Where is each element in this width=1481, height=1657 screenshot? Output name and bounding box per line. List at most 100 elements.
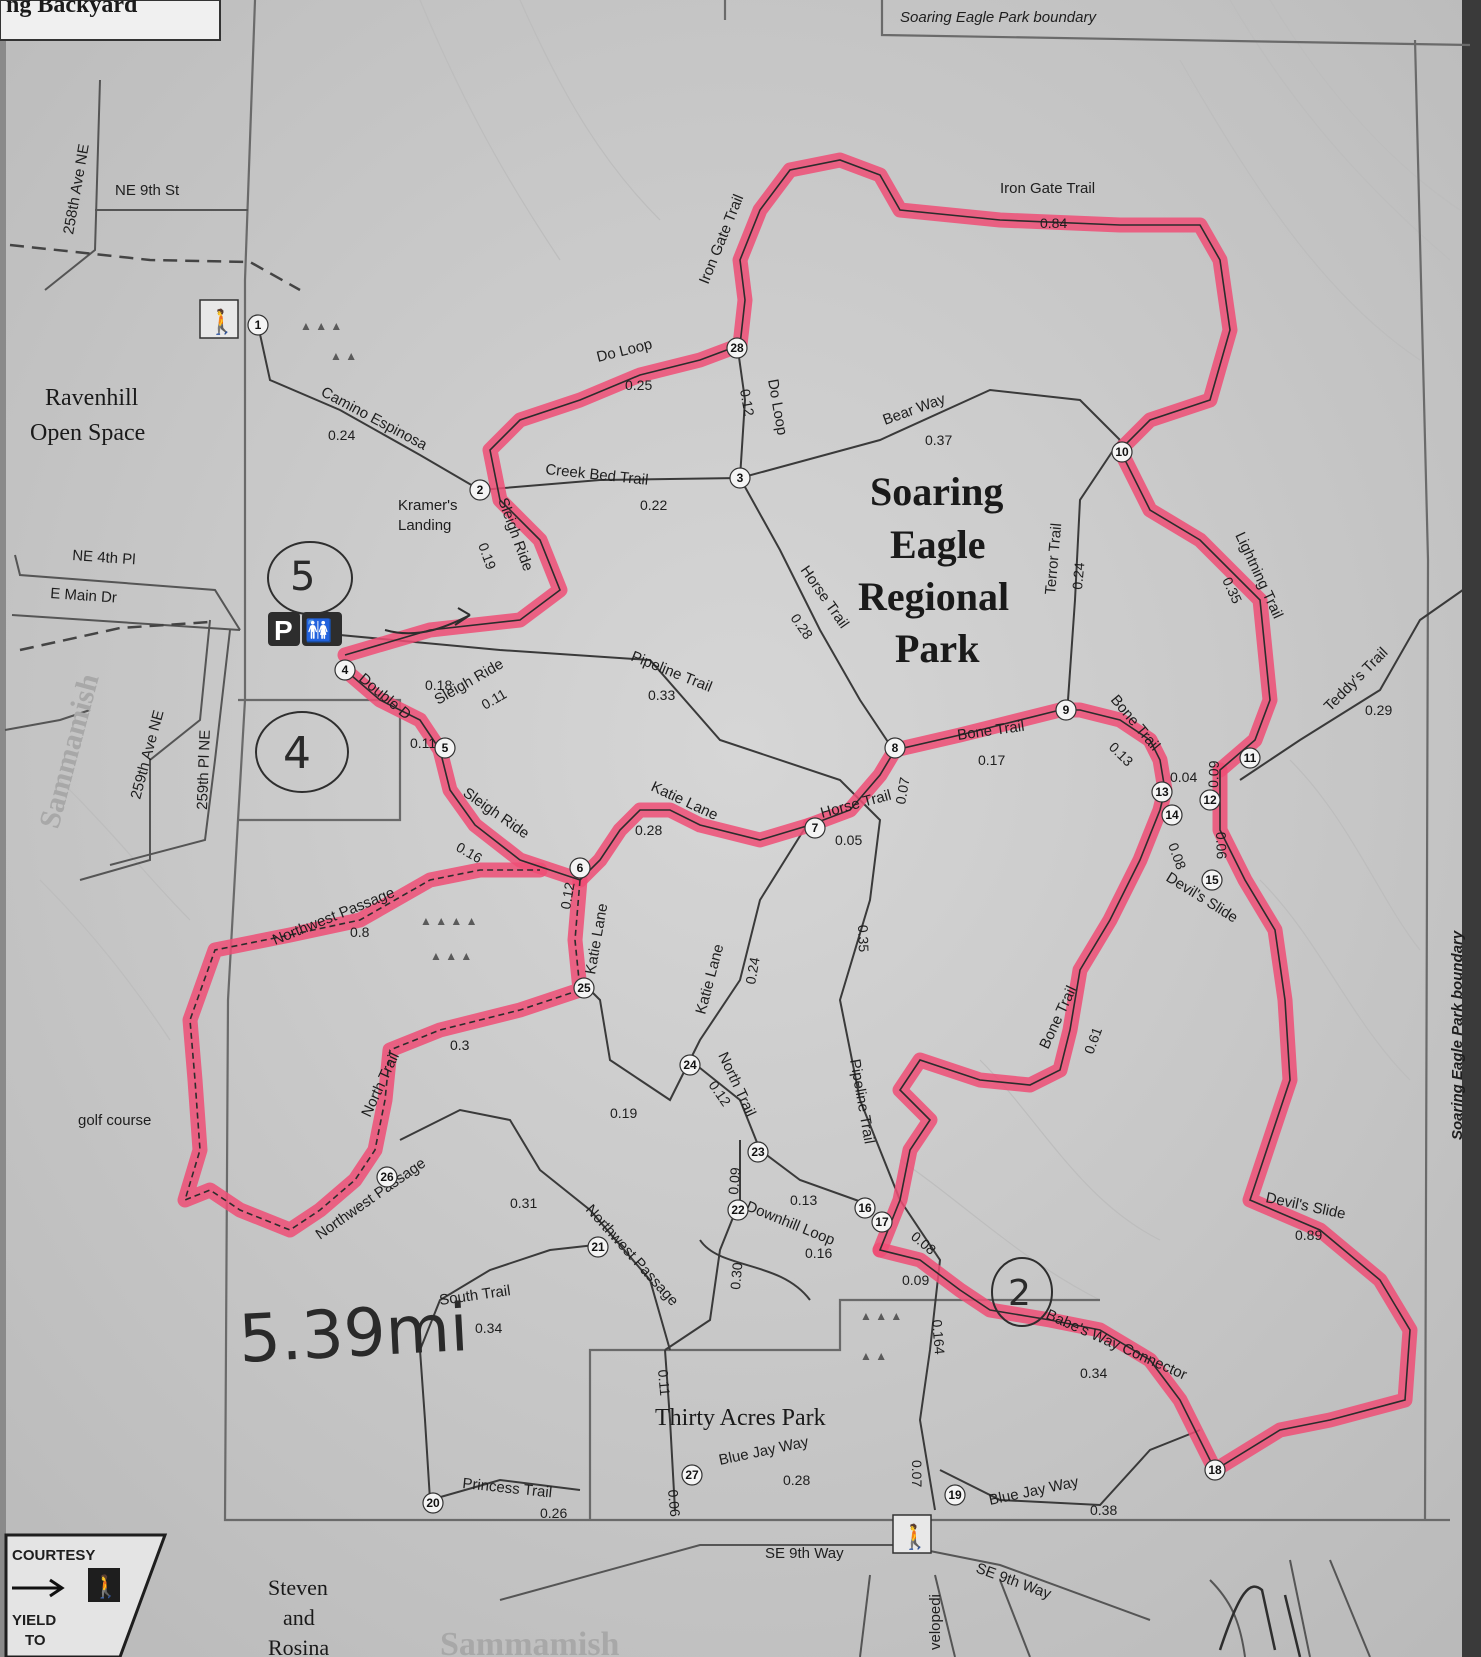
handwritten-circle-2-text: 4 <box>283 728 311 779</box>
title-box <box>0 0 221 41</box>
junction-node-28: 28 <box>726 337 748 359</box>
trail-princess-dist: 0.26 <box>540 1505 567 1521</box>
junction-node-label: 20 <box>426 1496 440 1510</box>
junction-node-marker <box>726 337 748 359</box>
trail-nw-passage-2-dist: 0.31 <box>510 1195 537 1211</box>
svg-text:▲ ▲ ▲ ▲: ▲ ▲ ▲ ▲ <box>420 914 478 928</box>
boundary-label-top: Soaring Eagle Park boundary <box>900 9 1097 26</box>
yield-arrow-icon <box>12 1578 65 1598</box>
kramers-landing-line2: Landing <box>398 517 451 534</box>
junction-node-6: 6 <box>569 857 591 879</box>
courtesy-sign-to: TO <box>25 1632 46 1649</box>
trail-creek-bed-dist: 0.22 <box>640 497 667 513</box>
junction-node-marker <box>1151 781 1173 803</box>
junction-node-label: 22 <box>731 1203 745 1217</box>
junction-nodes: 1234567891011121314151617181920212223242… <box>247 314 1261 1514</box>
trail-009b-dist: 0.09 <box>725 1167 743 1196</box>
junction-node-label: 4 <box>342 663 349 677</box>
vegetation-marks: ▲ ▲ ▲ ▲ ▲ ▲ ▲ ▲ ▲ ▲ ▲ ▲ ▲ ▲ ▲ ▲ ▲ <box>300 319 902 1363</box>
trail-sleigh-4-dist: 0.18 <box>425 677 452 693</box>
junction-node-21: 21 <box>587 1236 609 1258</box>
junction-node-label: 7 <box>812 821 819 835</box>
trail-network <box>257 324 1471 1511</box>
road-259th-pl: 259th Pl NE <box>194 730 214 811</box>
svg-text:▲ ▲: ▲ ▲ <box>860 1349 887 1363</box>
junction-node-27: 27 <box>681 1464 703 1486</box>
trail-pipeline-2-dist: 0.35 <box>855 925 872 953</box>
trail-teddys-dist: 0.29 <box>1365 702 1392 718</box>
junction-node-marker <box>469 479 491 501</box>
svg-text:▲ ▲ ▲: ▲ ▲ ▲ <box>860 1309 902 1323</box>
trail-horse-3-dist: 0.07 <box>892 776 913 806</box>
junction-node-marker <box>1161 804 1183 826</box>
handwritten-circle-2 <box>255 711 349 793</box>
junction-node-label: 13 <box>1155 785 1169 799</box>
trail-013-dist: 0.13 <box>790 1192 817 1208</box>
trail-0006-dist: 0.06 <box>665 1489 683 1518</box>
junction-node-label: 24 <box>683 1058 697 1072</box>
junction-node-3: 3 <box>729 467 751 489</box>
road-velopedia: velopedi <box>927 1594 944 1650</box>
road-e-main-dr: E Main Dr <box>50 585 118 607</box>
junction-node-marker <box>573 977 595 999</box>
trail-030-dist: 0.30 <box>727 1262 745 1291</box>
junction-node-24: 24 <box>679 1054 701 1076</box>
restroom-icon <box>302 612 342 646</box>
svg-text:🚶: 🚶 <box>900 1523 930 1551</box>
parking-icon-glyph: P <box>274 615 293 646</box>
trail-bear-way-dist: 0.37 <box>925 432 952 448</box>
trail-do-loop-1-dist: 0.25 <box>625 377 652 393</box>
trail-004-dist: 0.04 <box>1170 769 1197 785</box>
contour-lines <box>39 0 1461 1301</box>
junction-node-label: 28 <box>730 341 744 355</box>
ravenhill-label-line1: Ravenhill <box>45 385 139 411</box>
hiker-icon-2 <box>892 1514 932 1554</box>
junction-node-label: 14 <box>1165 808 1179 822</box>
junction-node-14: 14 <box>1161 804 1183 826</box>
junction-node-22: 22 <box>727 1199 749 1221</box>
junction-node-12: 12 <box>1199 789 1221 811</box>
trail-011-dist: 0.11 <box>655 1369 673 1397</box>
restroom-icon-glyph: 🚻 <box>305 618 332 644</box>
junction-node-marker <box>587 1236 609 1258</box>
junction-node-label: 5 <box>442 741 449 755</box>
junction-node-label: 15 <box>1205 873 1219 887</box>
park-name-line4: Park <box>895 626 980 671</box>
trail-019-dist: 0.19 <box>610 1105 637 1121</box>
svg-text:🚶: 🚶 <box>92 1574 119 1600</box>
trail-006-dist: 0.06 <box>1213 832 1230 860</box>
trail-camino-dist: 0.24 <box>328 427 355 443</box>
steven-rosina-line3: Rosina <box>268 1635 329 1657</box>
junction-node-marker <box>747 1141 769 1163</box>
svg-text:▲ ▲ ▲: ▲ ▲ ▲ <box>430 949 472 963</box>
trail-katie-1-dist: 0.28 <box>635 822 662 838</box>
junction-node-label: 23 <box>751 1145 765 1159</box>
trail-terror: Terror Trail <box>1042 522 1065 595</box>
trail-pipeline-1-dist: 0.33 <box>648 687 675 703</box>
junction-node-marker <box>884 737 906 759</box>
courtesy-sign-title: COURTESY <box>12 1547 95 1564</box>
trail-terror-dist: 0.24 <box>1069 562 1087 591</box>
parking-icon <box>268 612 300 646</box>
courtesy-sign: COURTESY 🚶 YIELD TO <box>4 1533 168 1657</box>
park-name-line1: Soaring <box>870 469 1003 514</box>
trail-bone-1-dist: 0.17 <box>978 752 1005 768</box>
junction-node-20: 20 <box>422 1492 444 1514</box>
junction-node-16: 16 <box>854 1197 876 1219</box>
steven-rosina-line2: and <box>283 1605 315 1630</box>
trail-nw-passage-1-dist: 0.8 <box>350 924 370 940</box>
ravenhill-label-line2: Open Space <box>30 420 145 446</box>
right-edge-shadow <box>1462 0 1481 1657</box>
park-boundary <box>223 0 1471 1522</box>
junction-node-marker <box>1239 747 1261 769</box>
trail-north-1-dist: 0.3 <box>450 1037 470 1053</box>
junction-node-marker <box>679 1054 701 1076</box>
handwritten-circle-1 <box>267 541 353 615</box>
junction-node-marker <box>422 1492 444 1514</box>
golf-course-label: golf course <box>78 1112 151 1129</box>
trail-horse-2-dist: 0.05 <box>835 832 862 848</box>
trail-katie-2-dist: 0.12 <box>557 881 578 911</box>
junction-node-label: 2 <box>477 483 484 497</box>
left-edge-shadow <box>0 0 6 1657</box>
